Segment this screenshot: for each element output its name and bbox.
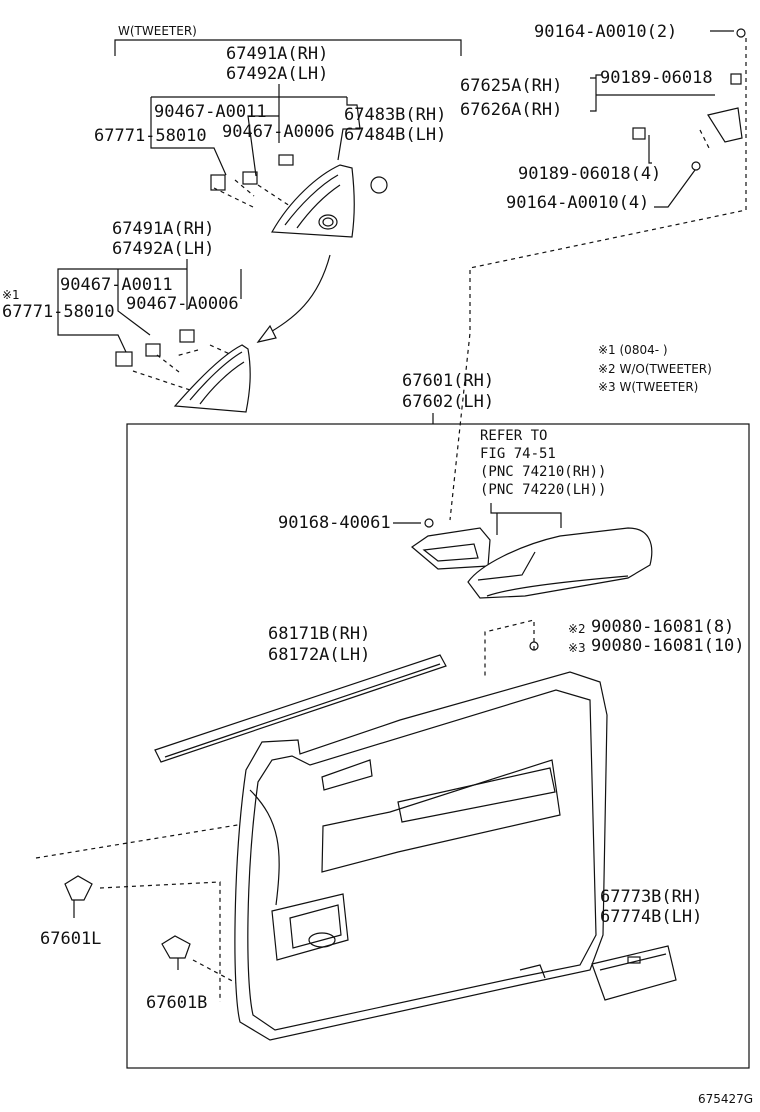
refer-callout-lines	[490, 503, 562, 535]
refer-line-1: REFER TO	[480, 428, 548, 444]
star3-mark: ※3	[568, 641, 586, 655]
dashed-guides	[35, 38, 747, 1002]
part-68172: 68172A(LH)	[268, 645, 371, 665]
part-90164-top: 90164-A0010(2)	[534, 22, 678, 42]
top-callout-lines	[150, 84, 361, 177]
door-frame	[126, 423, 750, 1069]
part-67601L: 67601L	[40, 929, 102, 949]
part-90189-bottom: 90189-06018(4)	[518, 164, 662, 184]
door-trim-panel	[234, 671, 608, 1041]
legend-3: ※3 W(TWEETER)	[598, 380, 699, 394]
part-67626: 67626A(RH)	[460, 100, 563, 120]
tweeter-cover-lower	[173, 344, 251, 413]
refer-line-3: (PNC 74210(RH))	[480, 464, 607, 480]
window-strip	[154, 654, 447, 763]
part-67625: 67625A(RH)	[460, 76, 563, 96]
arrow-head	[256, 324, 277, 343]
part-90467-a0006-mid: 90467-A0006	[126, 294, 239, 314]
tweeter-bracket-line	[114, 39, 462, 56]
screw	[529, 641, 539, 651]
garnish-pocket	[591, 945, 677, 1001]
part-67771-mid: 67771-58010	[2, 302, 115, 322]
clips-top	[210, 28, 746, 194]
part-67491-mid: 67491A(RH)	[112, 219, 215, 239]
diagram-id: 675427G	[698, 1092, 754, 1106]
clips-mid	[115, 329, 195, 367]
part-67491-top: 67491A(RH)	[226, 44, 329, 64]
part-67601: 67601(RH)	[402, 371, 495, 391]
part-68171: 68171B(RH)	[268, 624, 371, 644]
part-67483: 67483B(RH)	[344, 105, 447, 125]
part-67492-top: 67492A(LH)	[226, 64, 329, 84]
part-67601B: 67601B	[146, 993, 208, 1013]
mid-callout-lines	[57, 259, 242, 353]
right-callout-lines	[590, 30, 734, 208]
part-67773: 67773B(RH)	[600, 887, 703, 907]
star2-mark: ※2	[568, 622, 586, 636]
part-67492-mid: 67492A(LH)	[112, 239, 215, 259]
part-90164-bottom: 90164-A0010(4)	[506, 193, 650, 213]
part-90168: 90168-40061	[278, 513, 391, 533]
tweeter-cover-upper	[271, 164, 355, 238]
assembly-arrow	[263, 254, 331, 337]
part-90467-a0011-mid: 90467-A0011	[60, 275, 173, 295]
legend-2: ※2 W/O(TWEETER)	[598, 362, 712, 376]
refer-line-2: FIG 74-51	[480, 446, 556, 462]
legend-1: ※1 (0804- )	[598, 343, 668, 357]
part-90467-a0006-top: 90467-A0006	[222, 122, 335, 142]
part-67484: 67484B(LH)	[344, 125, 447, 145]
part-67774: 67774B(LH)	[600, 907, 703, 927]
inside-handle	[411, 518, 491, 570]
refer-line-4: (PNC 74220(LH))	[480, 482, 607, 498]
part-90080-b: 90080-16081(10)	[591, 636, 745, 656]
star1-mark: ※1	[2, 288, 20, 302]
part-67771-top: 67771-58010	[94, 126, 207, 146]
part-90080-a: 90080-16081(8)	[591, 617, 735, 637]
push-clips	[64, 875, 191, 970]
part-90467-a0011-top: 90467-A0011	[154, 102, 267, 122]
tweeter-header-note: W(TWEETER)	[118, 24, 197, 38]
part-67602: 67602(LH)	[402, 392, 495, 412]
armrest	[467, 527, 653, 599]
part-90189-top: 90189-06018	[600, 68, 713, 88]
